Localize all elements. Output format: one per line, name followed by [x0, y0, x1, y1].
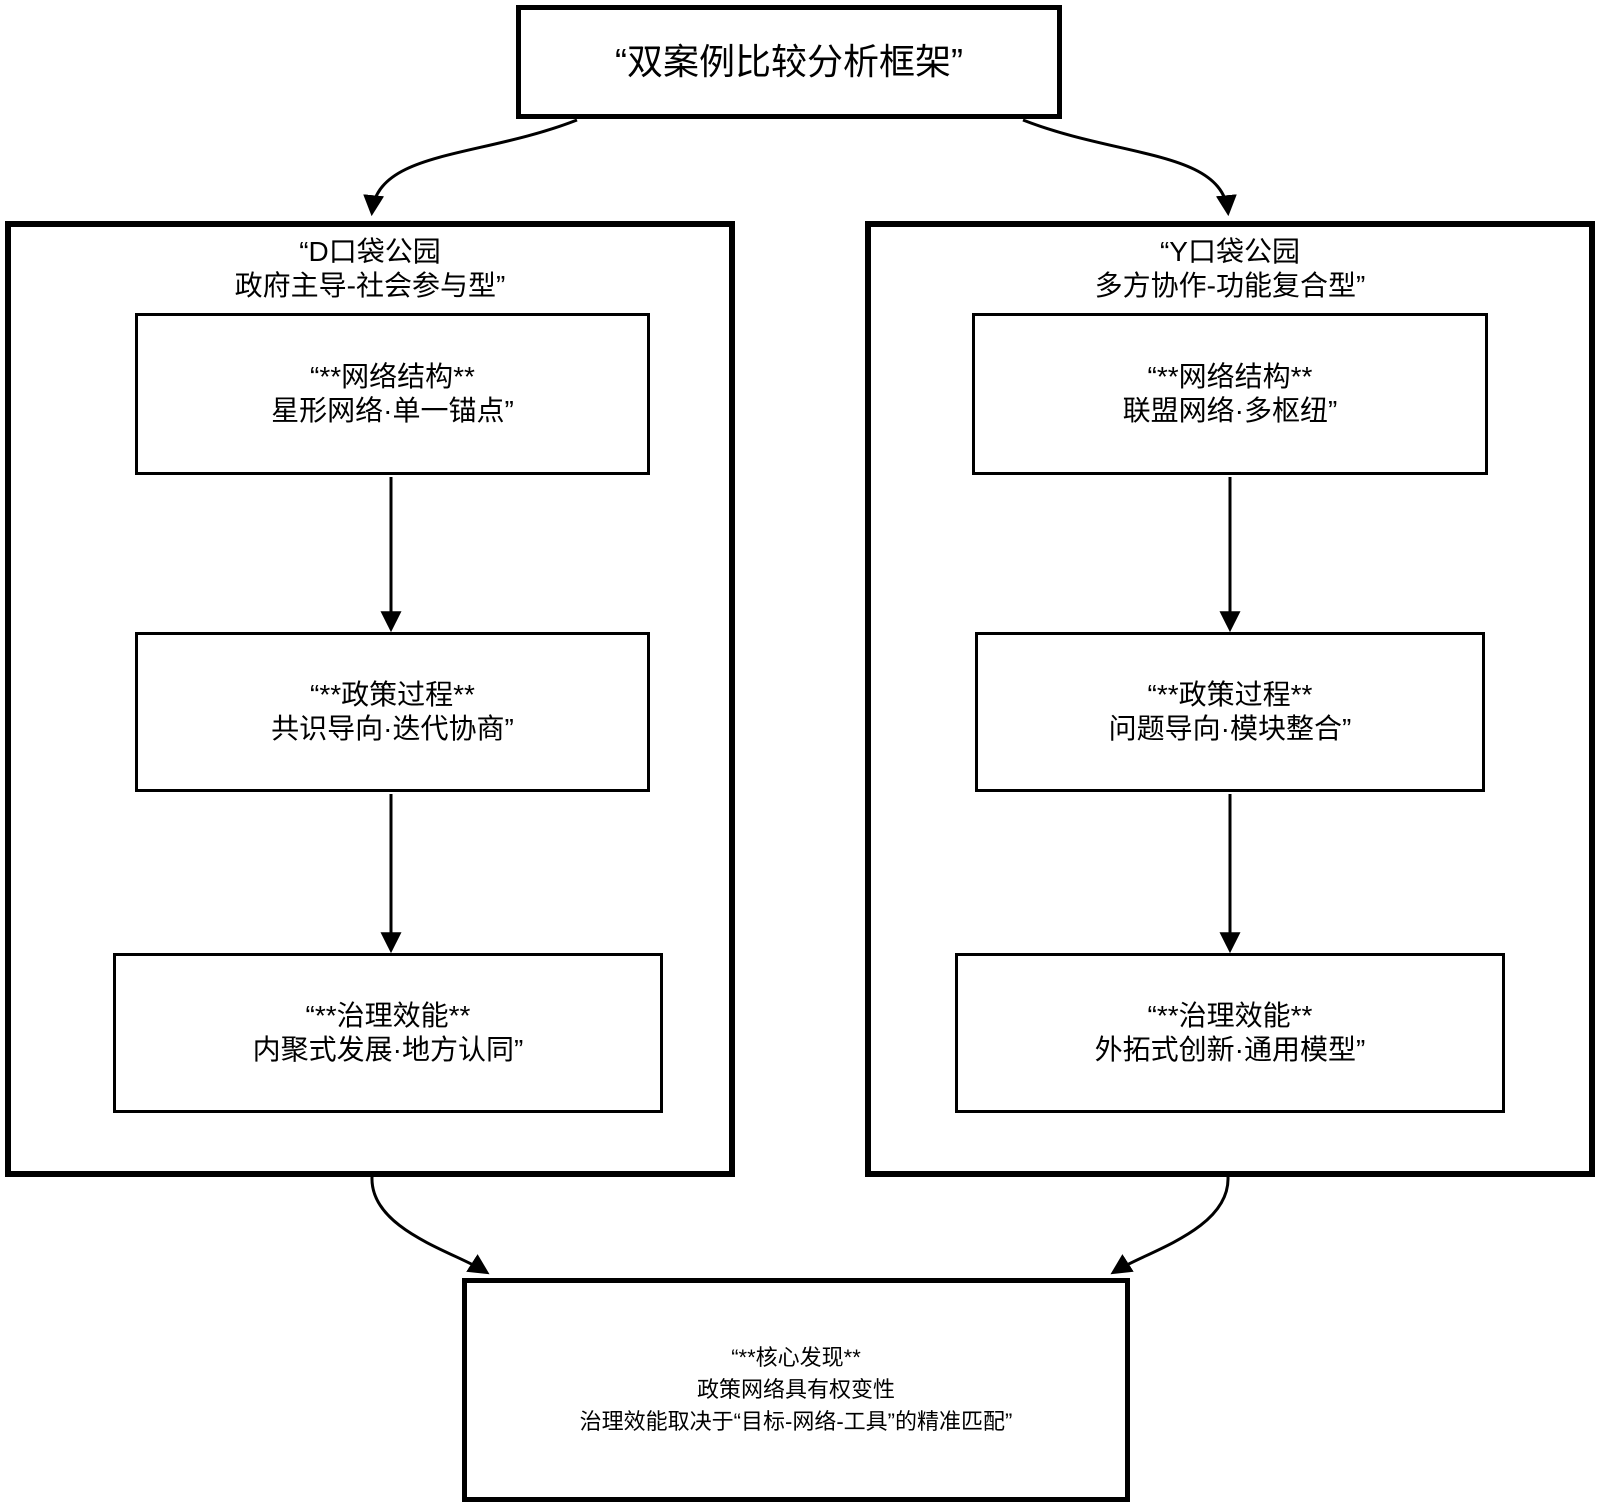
conclusion-node-line2: 政策网络具有权变性 [696, 1377, 895, 1402]
node-left-governance-efficacy-line1: “**治理效能** [305, 1000, 471, 1031]
node-right-network-structure-line2: 联盟网络·多枢纽” [1122, 395, 1338, 426]
edge-root-to-right-group [1022, 118, 1237, 217]
node-left-policy-process-line1: “**政策过程** [310, 679, 475, 710]
edge-left-group-to-conclusion [370, 1176, 490, 1275]
edge-root-to-left-group [363, 118, 578, 217]
node-left-governance-efficacy: “**治理效能** 内聚式发展·地方认同” [113, 953, 663, 1113]
node-left-policy-process-line2: 共识导向·迭代协商” [271, 713, 514, 744]
right-group-title-line2: 多方协作-功能复合型” [1094, 270, 1366, 301]
node-right-policy-process: “**政策过程** 问题导向·模块整合” [975, 632, 1485, 792]
node-left-network-structure-line2: 星形网络·单一锚点” [271, 395, 514, 426]
root-node: “双案例比较分析框架” [516, 5, 1062, 119]
node-left-network-structure-line1: “**网络结构** [310, 361, 475, 392]
node-right-policy-process-line1: “**政策过程** [1147, 679, 1313, 710]
node-right-governance-efficacy: “**治理效能** 外拓式创新·通用模型” [955, 953, 1505, 1113]
conclusion-node-line1: “**核心发现** [731, 1345, 861, 1370]
left-group-title: “D口袋公园 政府主导-社会参与型” [11, 235, 729, 303]
node-right-governance-efficacy-line2: 外拓式创新·通用模型” [1094, 1034, 1366, 1065]
node-right-governance-efficacy-line1: “**治理效能** [1147, 1000, 1313, 1031]
left-group-title-line1: “D口袋公园 [299, 236, 441, 267]
node-left-policy-process: “**政策过程** 共识导向·迭代协商” [135, 632, 650, 792]
node-left-governance-efficacy-line2: 内聚式发展·地方认同” [252, 1034, 524, 1065]
node-left-network-structure: “**网络结构** 星形网络·单一锚点” [135, 313, 650, 475]
node-right-network-structure: “**网络结构** 联盟网络·多枢纽” [972, 313, 1488, 475]
conclusion-node: “**核心发现** 政策网络具有权变性 治理效能取决于“目标-网络-工具”的精准… [462, 1278, 1130, 1502]
root-node-label: “双案例比较分析框架” [615, 41, 963, 82]
left-group-title-line2: 政府主导-社会参与型” [234, 270, 506, 301]
edge-right-group-to-conclusion [1110, 1176, 1230, 1275]
conclusion-node-line3: 治理效能取决于“目标-网络-工具”的精准匹配” [579, 1409, 1013, 1434]
right-group-title: “Y口袋公园 多方协作-功能复合型” [871, 235, 1589, 303]
node-right-policy-process-line2: 问题导向·模块整合” [1108, 713, 1352, 744]
right-group-title-line1: “Y口袋公园 [1159, 236, 1300, 267]
node-right-network-structure-line1: “**网络结构** [1147, 361, 1313, 392]
